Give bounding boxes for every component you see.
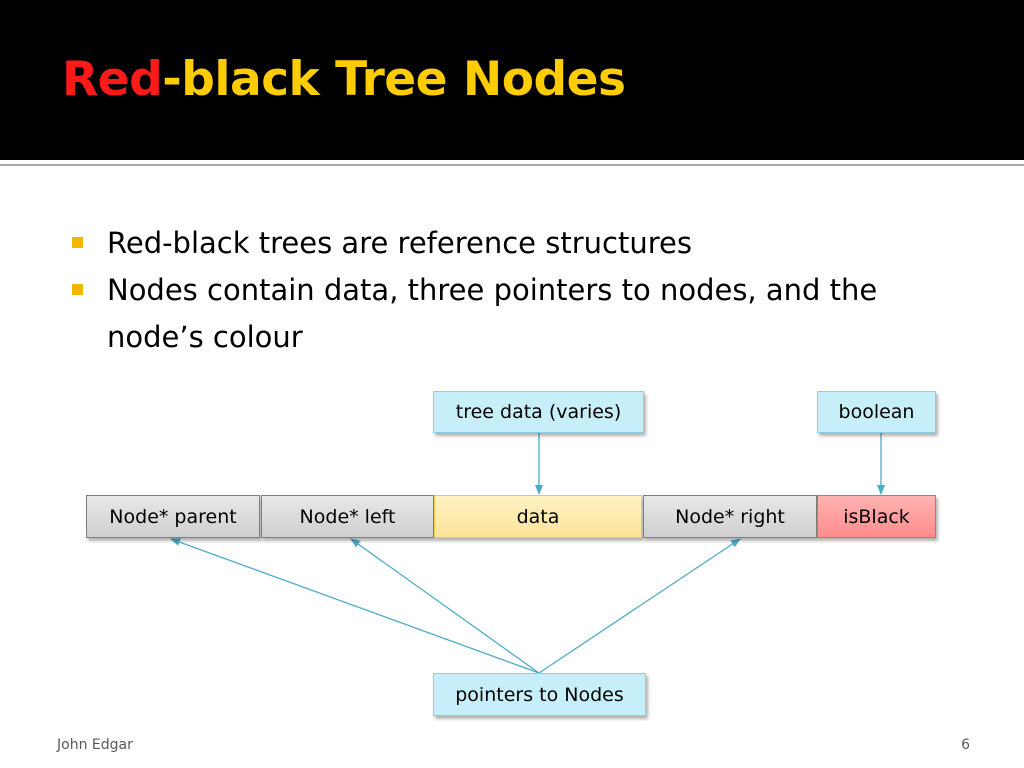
node-field-left: Node* left [261,495,434,538]
node-field-data: data [434,495,642,538]
title-divider-gray [0,164,1024,166]
connector-pointers-to-right [538,538,741,674]
footer-author: John Edgar [57,737,133,753]
title-divider-white [0,160,1024,163]
bullet-text: Nodes contain data, three pointers to no… [107,273,878,354]
bullet-item: Red-black trees are reference structures [72,220,972,267]
bullet-square-icon [72,237,83,248]
slide-title: Red-black Tree Nodes [62,56,626,103]
callout-pointers-to-nodes: pointers to Nodes [433,673,646,716]
bullet-square-icon [72,284,83,295]
title-rest: -black Tree Nodes [162,52,626,107]
node-field-parent: Node* parent [86,495,260,538]
connector-pointers-to-left [350,538,540,674]
connector-pointers-to-parent [170,538,540,674]
bullet-text: Red-black trees are reference structures [107,226,692,260]
page-number: 6 [961,737,970,753]
node-field-isblack: isBlack [817,495,936,538]
node-field-right: Node* right [643,495,817,538]
bullet-item: Nodes contain data, three pointers to no… [72,267,972,361]
callout-boolean: boolean [817,391,936,433]
title-red-word: Red [62,52,163,107]
callout-tree-data: tree data (varies) [433,391,644,433]
title-bar: Red-black Tree Nodes [0,0,1024,160]
bullet-list: Red-black trees are reference structures… [72,220,972,361]
